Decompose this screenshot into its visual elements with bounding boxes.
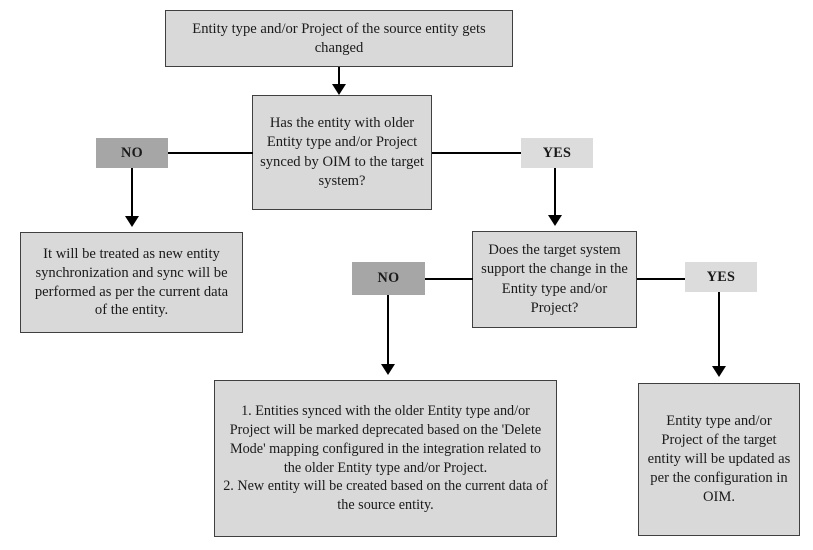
arrowhead-new-sync: [125, 216, 139, 227]
label-decision2-no: NO: [352, 262, 425, 295]
node-source-entity-changed: Entity type and/or Project of the source…: [165, 10, 513, 67]
connector-start-to-decision1: [338, 67, 340, 88]
label-decision1-no: NO: [96, 138, 168, 168]
node-decision-synced-by-oim: Has the entity with older Entity type an…: [252, 95, 432, 210]
connector-yes-to-update: [718, 292, 720, 368]
node-result-new-synchronization: It will be treated as new entity synchro…: [20, 232, 243, 333]
label-decision1-yes: YES: [521, 138, 593, 168]
connector-decision2-to-yes: [637, 278, 685, 280]
node-result-deprecate-and-recreate: 1. Entities synced with the older Entity…: [214, 380, 557, 537]
arrowhead-decision2: [548, 215, 562, 226]
node-result-update-target-entity: Entity type and/or Project of the target…: [638, 383, 800, 536]
connector-decision1-to-no: [168, 152, 253, 154]
connector-no-to-new-sync: [131, 168, 133, 220]
arrowhead-deprecate: [381, 364, 395, 375]
connector-decision2-to-no: [425, 278, 473, 280]
node-decision-target-supports-change: Does the target system support the chang…: [472, 231, 637, 328]
connector-decision1-to-yes: [432, 152, 521, 154]
arrowhead-update: [712, 366, 726, 377]
connector-no-to-deprecate: [387, 295, 389, 367]
connector-yes-to-decision2: [554, 168, 556, 219]
label-decision2-yes: YES: [685, 262, 757, 292]
arrowhead-decision1: [332, 84, 346, 95]
